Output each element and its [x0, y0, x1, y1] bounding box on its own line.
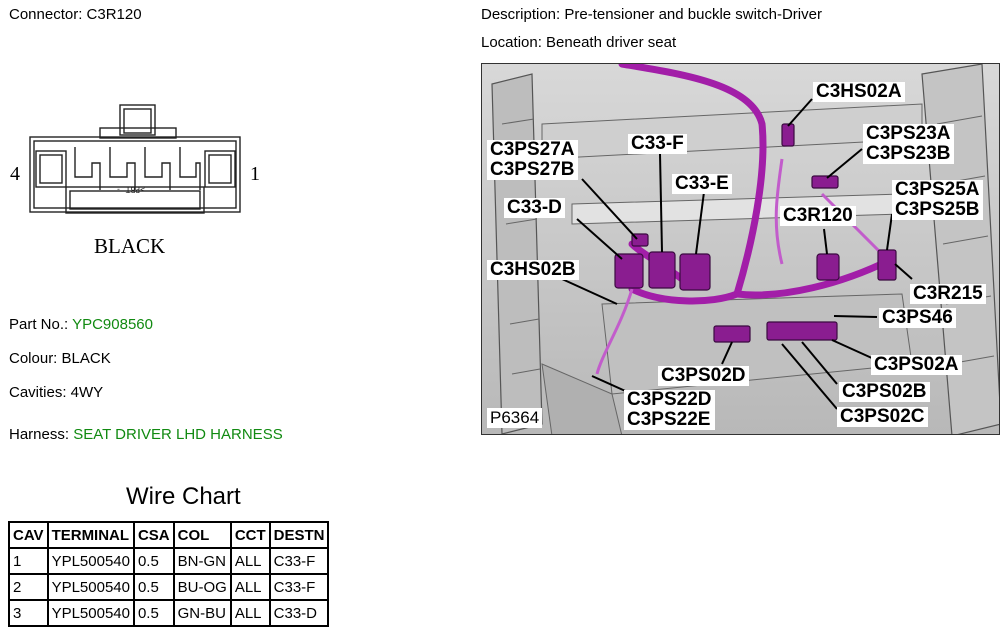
- cell-destn: C33-D: [268, 599, 330, 627]
- callout-c33e: C33-E: [672, 174, 732, 194]
- table-row: 1 YPL500540 0.5 BN-GN ALL C33-F: [8, 547, 330, 575]
- callout-c3hs02b: C3HS02B: [487, 260, 579, 280]
- table-header-row: CAV TERMINAL CSA COL CCT DESTN: [8, 521, 330, 549]
- harness-label: Harness:: [9, 426, 70, 443]
- callout-c3hs02a: C3HS02A: [813, 82, 905, 102]
- header-cct: CCT: [229, 521, 271, 549]
- cell-cav: 2: [8, 573, 49, 601]
- callout-c3ps23: C3PS23A C3PS23B: [863, 124, 954, 164]
- callout-c3ps02c: C3PS02C: [837, 407, 928, 427]
- callout-c33d: C33-D: [504, 198, 565, 218]
- cell-cav: 3: [8, 599, 49, 627]
- cell-csa: 0.5: [132, 547, 175, 575]
- header-col: COL: [172, 521, 232, 549]
- callout-c3ps46: C3PS46: [879, 308, 956, 328]
- connector-colour-caption: BLACK: [94, 234, 166, 258]
- harness-row: Harness: SEAT DRIVER LHD HARNESS: [9, 426, 283, 443]
- cell-col: BN-GN: [172, 547, 232, 575]
- photo-reference: P6364: [487, 408, 543, 428]
- cavities: Cavities: 4WY: [9, 384, 104, 401]
- wire-chart-table: CAV TERMINAL CSA COL CCT DESTN 1 YPL5005…: [8, 521, 330, 627]
- location: Location: Beneath driver seat: [481, 34, 677, 51]
- location-illustration: C3HS02A C3PS23A C3PS23B C3PS27A C3PS27B …: [481, 63, 1000, 435]
- cell-destn: C33-F: [268, 547, 330, 575]
- wire-chart-title: Wire Chart: [126, 483, 241, 510]
- callout-c3ps02a: C3PS02A: [871, 355, 962, 375]
- connector-id: Connector: C3R120: [9, 6, 142, 23]
- cell-cav: 1: [8, 547, 49, 575]
- part-number-label: Part No.:: [9, 316, 69, 333]
- callout-c33f: C33-F: [628, 134, 687, 154]
- pin-4-label: 4: [10, 163, 20, 185]
- header-destn: DESTN: [268, 521, 330, 549]
- cell-terminal: YPL500540: [46, 599, 135, 627]
- pin-1-label: 1: [250, 163, 260, 185]
- svg-text:>PBT -: >PBT -: [116, 185, 145, 194]
- header-cav: CAV: [8, 521, 49, 549]
- header-terminal: TERMINAL: [46, 521, 135, 549]
- callout-c3r215: C3R215: [910, 284, 986, 304]
- description: Description: Pre-tensioner and buckle sw…: [481, 6, 822, 23]
- cell-col: GN-BU: [172, 599, 232, 627]
- header-csa: CSA: [132, 521, 175, 549]
- callout-c3r120: C3R120: [780, 206, 856, 226]
- colour: Colour: BLACK: [9, 350, 111, 367]
- callout-c3ps25: C3PS25A C3PS25B: [892, 180, 983, 220]
- callout-c3ps27: C3PS27A C3PS27B: [487, 140, 578, 180]
- callout-c3ps02d: C3PS02D: [658, 366, 749, 386]
- connector-face-diagram: >PBT -: [29, 104, 241, 214]
- cell-csa: 0.5: [132, 573, 175, 601]
- harness-link[interactable]: SEAT DRIVER LHD HARNESS: [73, 426, 283, 443]
- cell-cct: ALL: [229, 599, 271, 627]
- cell-terminal: YPL500540: [46, 547, 135, 575]
- cell-csa: 0.5: [132, 599, 175, 627]
- cell-terminal: YPL500540: [46, 573, 135, 601]
- callout-c3ps22: C3PS22D C3PS22E: [624, 390, 715, 430]
- cell-cct: ALL: [229, 573, 271, 601]
- cell-col: BU-OG: [172, 573, 232, 601]
- table-row: 2 YPL500540 0.5 BU-OG ALL C33-F: [8, 573, 330, 601]
- part-number-row: Part No.: YPC908560: [9, 316, 153, 333]
- cell-destn: C33-F: [268, 573, 330, 601]
- callout-c3ps02b: C3PS02B: [839, 382, 930, 402]
- table-row: 3 YPL500540 0.5 GN-BU ALL C33-D: [8, 599, 330, 627]
- part-number-link[interactable]: YPC908560: [72, 316, 153, 333]
- cell-cct: ALL: [229, 547, 271, 575]
